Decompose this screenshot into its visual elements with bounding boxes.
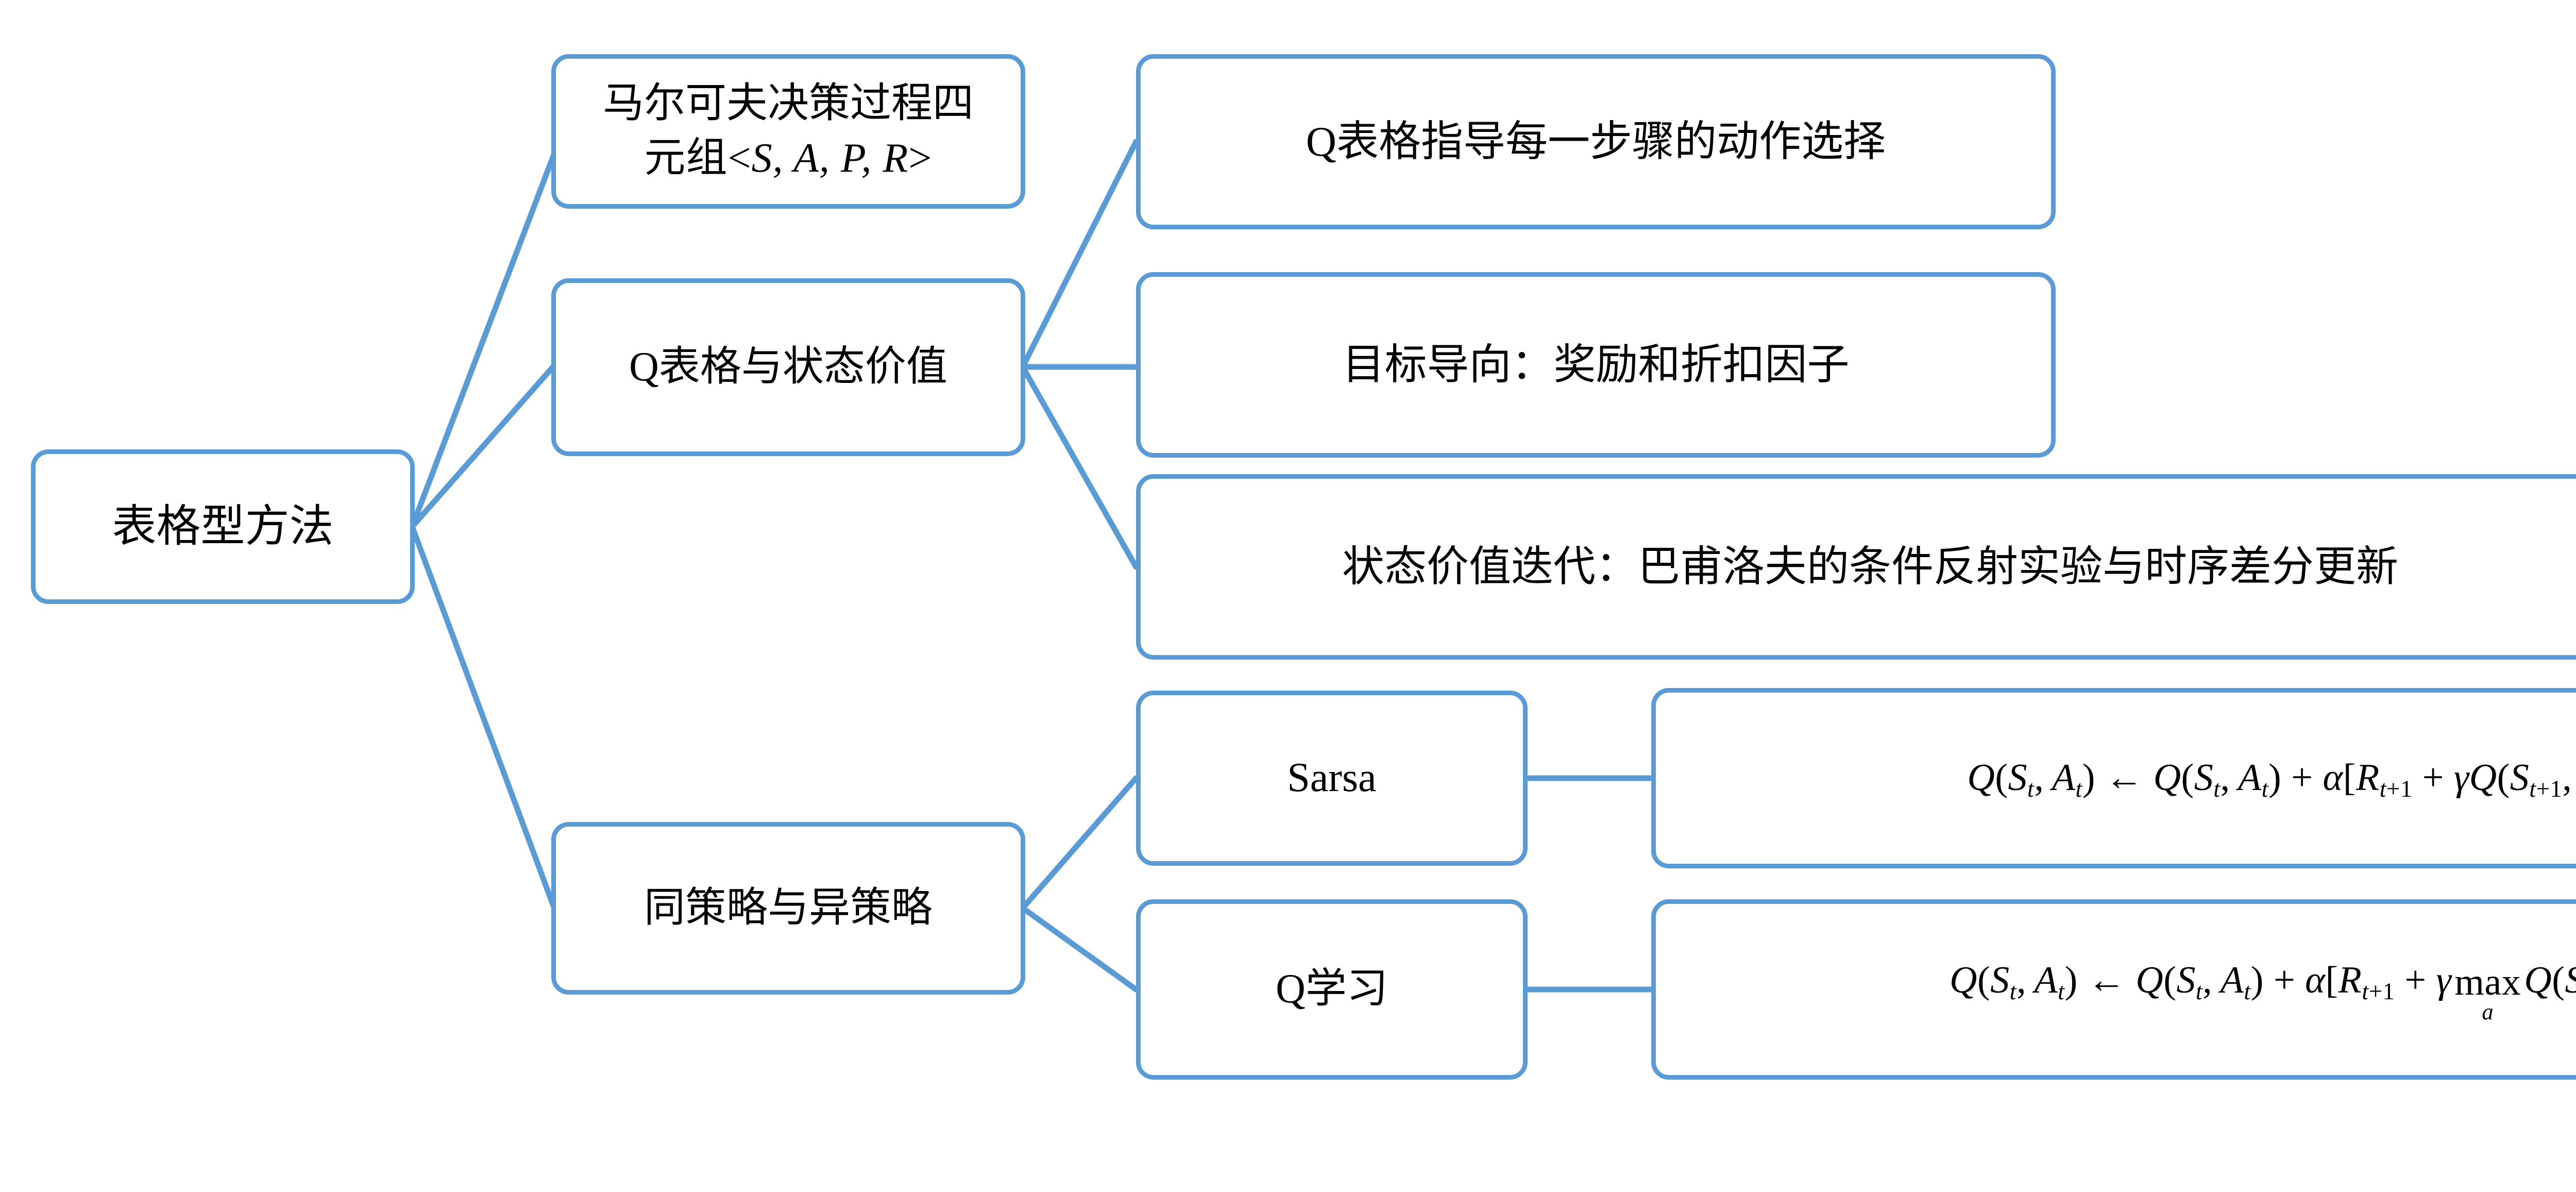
node-policy[interactable]: 同策略与异策略: [551, 822, 1025, 995]
node-mdp-line2-prefix: 元组<: [644, 136, 752, 181]
node-qlearning[interactable]: Q学习: [1136, 899, 1528, 1080]
node-goal-oriented[interactable]: 目标导向：奖励和折扣因子: [1136, 272, 2056, 458]
node-mdp-tuple: S, A, P, R: [751, 136, 909, 181]
node-sarsa[interactable]: Sarsa: [1136, 691, 1528, 866]
edge-root-to-policy: [409, 524, 557, 910]
node-qtable[interactable]: Q表格与状态价值: [551, 278, 1025, 456]
node-q-action-select-label: Q表格指导每一步骤的动作选择: [1306, 117, 1886, 165]
node-root[interactable]: 表格型方法: [31, 449, 415, 604]
node-goal-oriented-label: 目标导向：奖励和折扣因子: [1342, 341, 1850, 388]
node-mdp-line1: 马尔可夫决策过程四: [603, 81, 974, 127]
edge-root-to-qtable: [409, 363, 557, 530]
edge-policy-to-sarsa: [1020, 775, 1139, 911]
node-mdp[interactable]: 马尔可夫决策过程四 元组<S, A, P, R>: [551, 54, 1025, 209]
node-policy-label: 同策略与异策略: [644, 885, 933, 931]
node-mdp-label: 马尔可夫决策过程四 元组<S, A, P, R>: [565, 77, 1011, 186]
node-qtable-label: Q表格与状态价值: [629, 344, 947, 390]
node-sarsa-formula[interactable]: Q(St, At) ← Q(St, At) + α[Rt+1 + γQ(St+1…: [1651, 688, 2576, 868]
node-mdp-line2-suffix: >: [908, 136, 933, 181]
node-q-action-select[interactable]: Q表格指导每一步骤的动作选择: [1136, 54, 2056, 229]
node-sarsa-label: Sarsa: [1287, 755, 1377, 801]
node-root-label: 表格型方法: [112, 501, 334, 551]
node-value-iteration[interactable]: 状态价值迭代：巴甫洛夫的条件反射实验与时序差分更新: [1136, 474, 2576, 660]
edge-policy-to-qlearning: [1020, 905, 1139, 993]
edge-qtable-to-value-iteration: [1020, 364, 1139, 570]
edge-root-to-mdp: [409, 152, 557, 530]
edge-qtable-to-q-action-select: [1020, 139, 1139, 370]
node-value-iteration-label: 状态价值迭代：巴甫洛夫的条件反射实验与时序差分更新: [1342, 543, 2398, 590]
sarsa-formula-text: Q(St, At) ← Q(St, At) + α[Rt+1 + γQ(St+1…: [1967, 757, 2572, 803]
node-qlearning-label: Q学习: [1276, 966, 1388, 1012]
node-mdp-line2: 元组<S, A, P, R>: [644, 136, 932, 181]
